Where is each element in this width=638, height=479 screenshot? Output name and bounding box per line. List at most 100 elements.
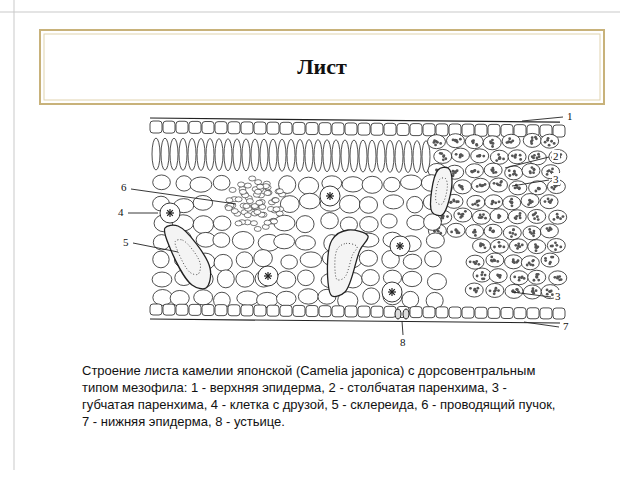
cell-outline xyxy=(475,144,478,147)
cell-outline xyxy=(553,308,565,319)
cell-outline xyxy=(519,217,522,220)
cell-outline xyxy=(298,289,318,304)
cell-outline xyxy=(549,201,552,204)
cell-outline xyxy=(554,241,557,244)
leader-line xyxy=(522,117,563,121)
cell-outline xyxy=(163,304,175,315)
cell-outline xyxy=(488,307,500,318)
callout-number: 3 xyxy=(552,173,560,185)
cell-outline xyxy=(530,140,533,143)
cell-outline xyxy=(508,137,511,140)
callout-number: 3 xyxy=(554,290,562,302)
cell-outline xyxy=(496,274,499,277)
cell-outline xyxy=(255,180,262,185)
cell-outline xyxy=(460,213,463,216)
cell-outline xyxy=(215,122,227,134)
cell-outline xyxy=(498,200,501,203)
cell-outline xyxy=(278,139,286,171)
cell-outline xyxy=(550,256,553,259)
cell-outline xyxy=(150,319,560,323)
cell-outline xyxy=(536,157,539,160)
cell-outline xyxy=(407,196,423,213)
cell-outline xyxy=(473,239,491,253)
cell-outline xyxy=(498,245,501,248)
cell-outline xyxy=(472,141,475,144)
cell-outline xyxy=(150,304,162,315)
cell-outline xyxy=(511,232,514,235)
cell-outline xyxy=(446,215,449,218)
cell-outline xyxy=(153,175,171,190)
cell-outline xyxy=(527,308,539,319)
cell-outline xyxy=(535,289,538,292)
cell-outline xyxy=(523,277,526,280)
cell-outline xyxy=(459,216,462,219)
cell-outline xyxy=(556,213,559,216)
cell-outline xyxy=(188,138,196,170)
leader-lines xyxy=(128,117,563,335)
cell-outline xyxy=(559,245,562,248)
cell-outline xyxy=(501,308,513,319)
cell-outline xyxy=(514,186,517,189)
cell-outline xyxy=(297,270,314,286)
cell-outline xyxy=(514,308,526,319)
cell-outline xyxy=(193,195,212,210)
cell-outline xyxy=(449,307,461,318)
cell-outline xyxy=(332,306,344,317)
cell-outline xyxy=(265,190,272,195)
cell-outline xyxy=(260,139,268,171)
cell-outline xyxy=(226,198,233,203)
cell-outline xyxy=(272,198,279,203)
cell-outline xyxy=(502,246,505,249)
cell-outline xyxy=(475,307,487,318)
cell-outline xyxy=(298,177,318,194)
cell-outline xyxy=(436,124,448,136)
cell-outline xyxy=(319,306,331,317)
cell-outline xyxy=(515,288,518,291)
cell-outline xyxy=(473,268,491,282)
cell-outline xyxy=(471,178,489,192)
cell-outline xyxy=(546,289,549,292)
cell-outline xyxy=(179,138,187,170)
cell-outline xyxy=(499,245,502,248)
cell-outline xyxy=(556,277,559,280)
cell-outline xyxy=(512,173,515,176)
cell-outline xyxy=(413,141,421,173)
cell-outline xyxy=(345,306,357,317)
cell-outline xyxy=(251,139,259,171)
callout-number: 4 xyxy=(117,206,125,218)
cell-outline xyxy=(439,142,442,145)
cell-outline xyxy=(314,140,322,172)
cell-outline xyxy=(404,141,412,173)
cell-outline xyxy=(500,180,503,183)
cell-outline xyxy=(410,307,422,318)
cell-outline xyxy=(213,233,230,248)
cell-outline xyxy=(189,121,201,133)
cell-outline xyxy=(239,189,246,194)
leader-line xyxy=(133,243,178,252)
cell-outline xyxy=(537,153,540,156)
cell-outline xyxy=(444,157,447,160)
cell-outline xyxy=(461,154,464,157)
cell-outline xyxy=(492,230,495,233)
cell-outline xyxy=(350,140,358,172)
cell-outline xyxy=(249,176,256,181)
cell-outline xyxy=(452,148,470,162)
cell-outline xyxy=(493,182,496,185)
cell-outline xyxy=(518,187,521,190)
cell-outline xyxy=(547,197,550,200)
cell-outline xyxy=(476,155,479,158)
cell-outline xyxy=(490,209,508,223)
cell-outline xyxy=(390,236,410,256)
cell-outline xyxy=(533,168,536,171)
cell-outline xyxy=(426,233,444,248)
cell-outline xyxy=(189,304,201,315)
cell-outline xyxy=(358,123,370,135)
cell-outline xyxy=(176,304,188,315)
cell-outline xyxy=(491,200,494,203)
cell-outline xyxy=(215,305,227,316)
callout-number: 6 xyxy=(120,181,128,193)
cell-outline xyxy=(194,290,213,305)
cell-outline xyxy=(321,213,339,229)
cell-outline xyxy=(510,198,513,201)
cell-outline xyxy=(449,201,452,204)
